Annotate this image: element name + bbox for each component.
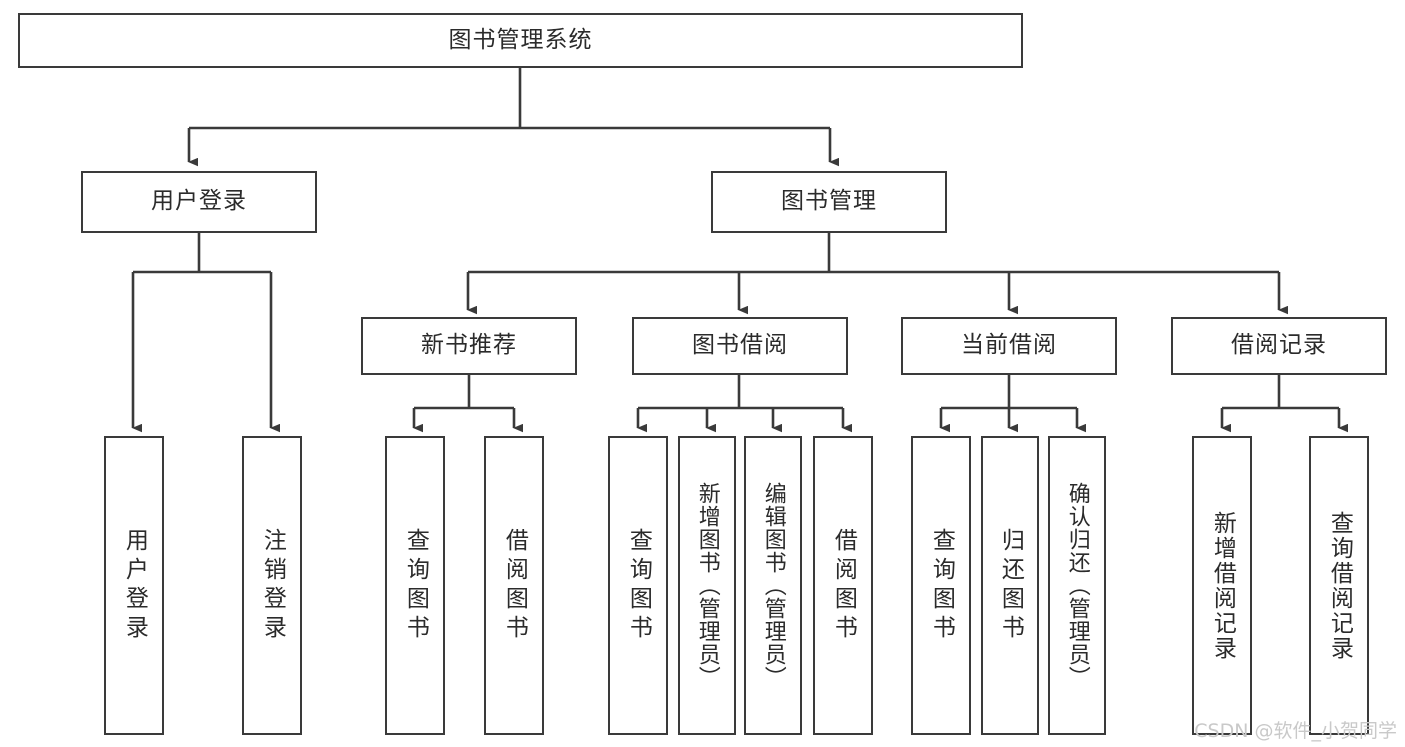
- leaf-current-confirm-return-admin[interactable]: 确认归还（管理员）: [1048, 436, 1106, 735]
- node-book-borrow[interactable]: 图书借阅: [632, 317, 848, 375]
- leaf-recommend-borrow-book[interactable]: 借阅图书: [484, 436, 544, 735]
- node-user-login[interactable]: 用户登录: [81, 171, 317, 233]
- node-new-book-recommend[interactable]: 新书推荐: [361, 317, 577, 375]
- leaf-borrow-query-book[interactable]: 查询图书: [608, 436, 668, 735]
- leaf-recommend-query-book[interactable]: 查询图书: [385, 436, 445, 735]
- node-current-borrow[interactable]: 当前借阅: [901, 317, 1117, 375]
- leaf-record-add-record[interactable]: 新增借阅记录: [1192, 436, 1252, 735]
- node-root-system[interactable]: 图书管理系统: [18, 13, 1023, 68]
- leaf-record-query-record[interactable]: 查询借阅记录: [1309, 436, 1369, 735]
- leaf-user-login-login[interactable]: 用户登录: [104, 436, 164, 735]
- leaf-user-login-logout[interactable]: 注销登录: [242, 436, 302, 735]
- leaf-borrow-add-book-admin[interactable]: 新增图书（管理员）: [678, 436, 736, 735]
- leaf-current-query-book[interactable]: 查询图书: [911, 436, 971, 735]
- leaf-borrow-borrow-book[interactable]: 借阅图书: [813, 436, 873, 735]
- leaf-current-return-book[interactable]: 归还图书: [981, 436, 1039, 735]
- node-book-management[interactable]: 图书管理: [711, 171, 947, 233]
- leaf-borrow-edit-book-admin[interactable]: 编辑图书（管理员）: [744, 436, 802, 735]
- watermark-credit: CSDN @软件_小贺同学: [1194, 720, 1397, 742]
- node-borrow-record[interactable]: 借阅记录: [1171, 317, 1387, 375]
